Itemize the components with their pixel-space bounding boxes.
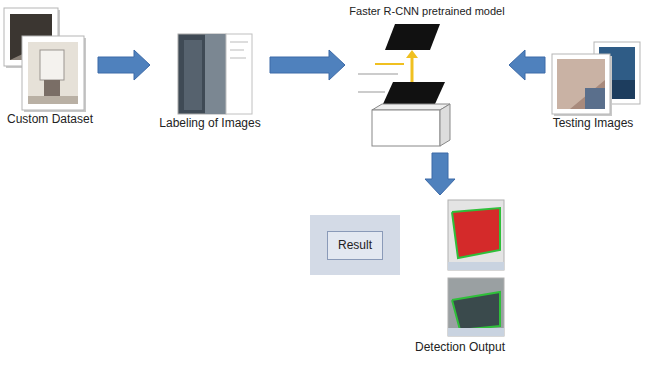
photo-bar — [448, 328, 504, 336]
model-figure — [358, 24, 450, 146]
flow-arrow — [411, 57, 414, 82]
photo — [28, 42, 78, 104]
block-arrow — [509, 50, 545, 80]
box-top — [372, 104, 450, 110]
labeling-node: Labeling of Images — [150, 30, 270, 131]
node-label: Labeling of Images — [159, 116, 260, 131]
photo-detail — [557, 59, 605, 109]
labeling-screenshot — [178, 34, 252, 114]
photo-bar — [448, 262, 504, 270]
thin-line — [358, 74, 398, 75]
photo — [448, 200, 504, 270]
photo-frame — [22, 36, 84, 110]
flow-arrow-head — [406, 50, 418, 58]
output-node: Detection Output — [405, 195, 515, 355]
detection-outline — [452, 208, 500, 258]
photo-detail — [585, 88, 605, 109]
feature-map — [383, 82, 445, 104]
panel-line — [230, 58, 246, 59]
box-front — [372, 110, 440, 146]
testing-photos — [552, 42, 640, 116]
model-node: Faster R-CNN pretrained model — [345, 2, 509, 153]
block-arrow — [98, 50, 150, 80]
panel-line — [230, 50, 244, 51]
detected-region — [452, 208, 500, 258]
flow-arrow — [375, 63, 404, 65]
panel-line — [230, 42, 248, 43]
photo-detail — [184, 40, 202, 110]
photo-detail — [205, 34, 226, 114]
photo — [178, 34, 226, 114]
photo — [557, 59, 605, 109]
photo-detail — [28, 96, 78, 104]
thin-line — [358, 92, 385, 93]
node-title: Faster R-CNN pretrained model — [349, 2, 504, 19]
photo-frame — [552, 54, 610, 114]
block-arrow — [425, 153, 455, 195]
node-label: Detection Output — [415, 340, 505, 355]
dataset-node: Custom Dataset — [2, 4, 98, 127]
side-panel — [226, 34, 252, 114]
custom-dataset-photos — [4, 8, 86, 112]
photo-shadow — [24, 38, 86, 112]
node-label: Custom Dataset — [7, 112, 93, 127]
testing-node: Testing Images — [545, 38, 641, 131]
result-panel: Result — [310, 215, 400, 275]
feature-map — [385, 24, 440, 50]
detected-region — [452, 292, 500, 330]
block-arrow — [270, 50, 345, 80]
detection-outline — [452, 292, 500, 330]
box-side — [440, 104, 450, 146]
photo-detail — [40, 50, 64, 80]
detection-photos — [448, 200, 504, 336]
node-label: Testing Images — [553, 116, 634, 131]
photo-shadow — [554, 56, 612, 116]
result-button: Result — [327, 231, 383, 260]
photo — [448, 278, 504, 336]
